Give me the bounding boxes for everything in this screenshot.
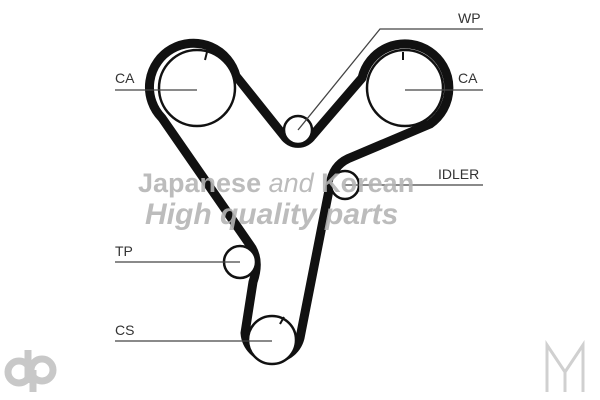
label-ca-right: CA [458, 70, 478, 86]
label-idler: IDLER [438, 166, 479, 182]
leader-lines [115, 28, 483, 342]
m-logo [545, 340, 585, 392]
camshaft-pulley-left [157, 48, 237, 128]
label-cs: CS [115, 322, 134, 338]
dp-logo [4, 350, 57, 392]
watermark-line2: High quality parts [145, 198, 398, 231]
label-tp: TP [115, 243, 133, 259]
label-wp: WP [458, 10, 481, 26]
camshaft-pulley-right [365, 48, 445, 128]
crankshaft-pulley [246, 314, 298, 366]
label-ca-left: CA [115, 70, 135, 86]
watermark-line1: Japanese and Korean [138, 168, 414, 198]
